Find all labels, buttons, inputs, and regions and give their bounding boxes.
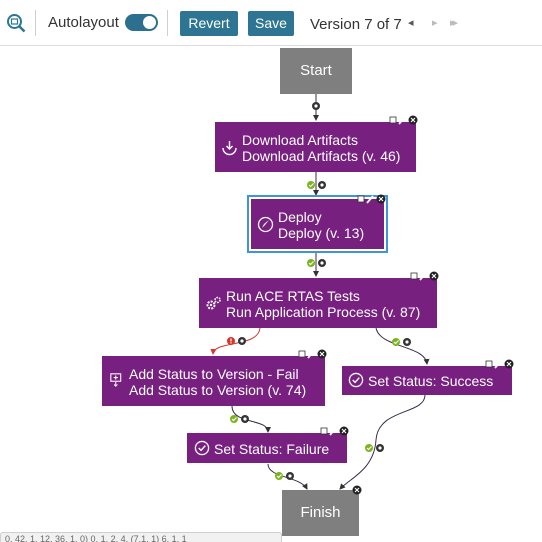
step-tools[interactable] — [389, 115, 419, 125]
check-circle-icon — [194, 440, 210, 456]
revert-button[interactable]: Revert — [180, 11, 238, 36]
edge-failure-finish — [267, 463, 308, 490]
step-tools[interactable] — [320, 426, 350, 436]
step-subtitle: Download Artifacts (v. 46) — [242, 148, 401, 164]
zoom-fit-icon[interactable] — [6, 13, 26, 33]
step-run-ace-rtas-tests[interactable]: Run ACE RTAS Tests Run Application Proce… — [199, 271, 439, 328]
step-subtitle: Deploy (v. 13) — [278, 225, 365, 241]
download-icon — [222, 141, 237, 156]
toggle-knob — [143, 16, 156, 29]
save-button[interactable]: Save — [248, 11, 294, 36]
edge-add-failure — [231, 405, 271, 433]
step-tools[interactable] — [298, 349, 328, 359]
step-title: Download Artifacts — [242, 132, 358, 148]
step-subtitle: Add Status to Version (v. 74) — [129, 382, 307, 398]
step-title: Set Status: Success — [368, 373, 494, 389]
finish-label: Finish — [300, 504, 341, 521]
version-label: Version 7 of 7 — [310, 16, 402, 33]
status-bar: 0, 42, 1, 12, 36, 1, 0) 0, 1, 2, 4. (7.1… — [0, 532, 282, 542]
edge-run-add-status — [210, 327, 261, 355]
step-tools[interactable] — [485, 359, 515, 369]
toolbar-divider — [35, 10, 36, 36]
finish-node[interactable]: Finish — [282, 485, 362, 536]
check-circle-icon — [348, 372, 364, 388]
connector-dots — [227, 102, 411, 480]
previous-version-icon[interactable]: ◂ — [408, 17, 414, 29]
gears-icon — [206, 296, 221, 310]
step-add-status-to-version-fail[interactable]: Add Status to Version - Fail Add Status … — [102, 349, 327, 406]
step-title: Add Status to Version - Fail — [129, 366, 299, 382]
step-tools[interactable] — [357, 194, 387, 204]
autolayout-toggle[interactable] — [125, 14, 158, 31]
next-version-icon[interactable]: ▸ — [432, 17, 438, 29]
step-set-status-failure[interactable]: Set Status: Failure — [187, 426, 349, 463]
step-tools[interactable] — [410, 271, 440, 281]
close-icon[interactable] — [352, 485, 362, 495]
step-deploy[interactable]: Deploy Deploy (v. 13) — [251, 194, 386, 249]
autolayout-label: Autolayout — [48, 14, 119, 31]
step-title: Run ACE RTAS Tests — [226, 288, 360, 304]
add-status-icon — [110, 373, 122, 387]
step-set-status-success[interactable]: Set Status: Success — [342, 359, 514, 395]
edge-run-success — [375, 327, 430, 365]
step-title: Set Status: Failure — [214, 441, 330, 457]
last-version-icon[interactable]: ▸▸ — [450, 17, 458, 29]
step-title: Deploy — [278, 209, 322, 225]
edge-success-finish — [339, 394, 426, 490]
designer-toolbar: Autolayout Revert Save Version 7 of 7 ◂ … — [0, 0, 542, 46]
toolbar-divider — [167, 10, 168, 36]
start-label: Start — [300, 62, 332, 79]
step-download-artifacts[interactable]: Download Artifacts Download Artifacts (v… — [215, 115, 418, 172]
start-node[interactable]: Start — [280, 48, 352, 94]
step-subtitle: Run Application Process (v. 87) — [226, 304, 421, 320]
rocket-icon — [257, 216, 274, 233]
